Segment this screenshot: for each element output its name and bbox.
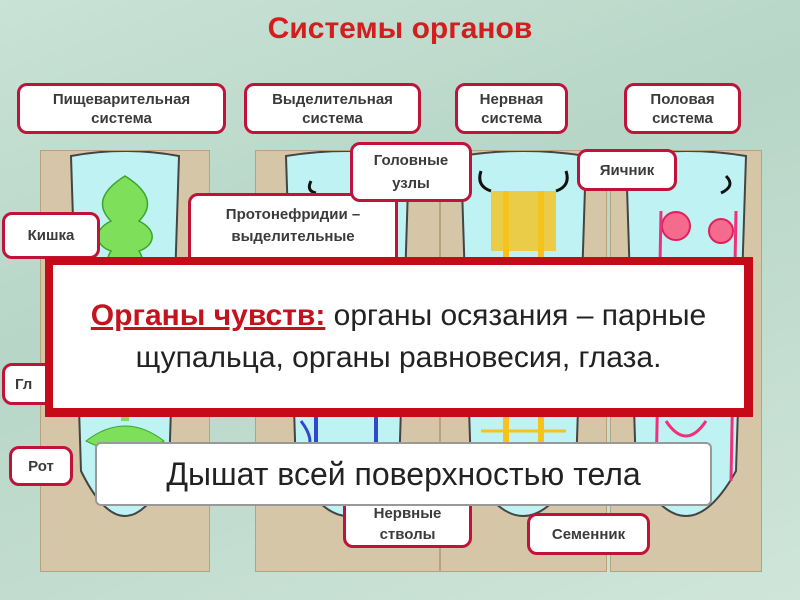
header-reproductive: Половая система — [624, 83, 741, 134]
callout-ovary: Яичник — [577, 149, 677, 191]
callout-testis: Семенник — [527, 513, 650, 555]
sense-organs-box: Органы чувств: органы осязания – парные … — [45, 257, 753, 417]
page-title: Системы органов — [267, 12, 533, 45]
callout-head-ganglia: Головные узлы — [350, 142, 472, 202]
sense-organs-text: Органы чувств: органы осязания – парные … — [53, 265, 744, 408]
header-nervous: Нервная система — [455, 83, 568, 134]
header-excretory: Выделительная система — [244, 83, 421, 134]
sense-organs-body: органы осязания – парные щупальца, орган… — [135, 298, 707, 374]
breathing-note: Дышат всей поверхностью тела — [95, 442, 712, 506]
callout-intestine: Кишка — [2, 212, 100, 259]
header-digestive: Пищеварительная система — [17, 83, 226, 134]
callout-mouth: Рот — [9, 446, 73, 486]
sense-organs-lead: Органы чувств: — [90, 298, 326, 332]
